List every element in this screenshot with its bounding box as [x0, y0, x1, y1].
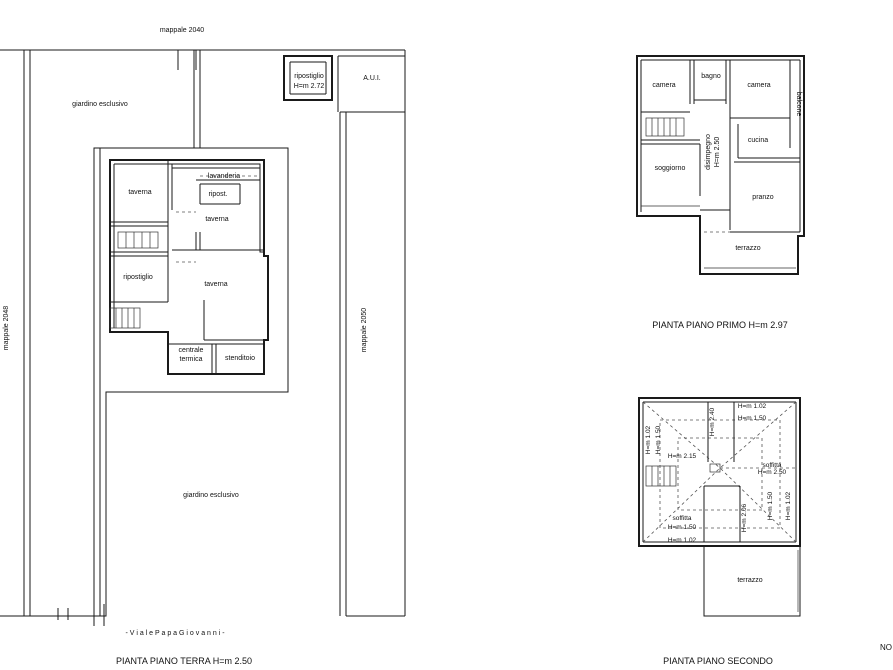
room-balcone: balcone	[795, 92, 802, 117]
h206: H=m 2.06	[741, 503, 748, 532]
mappale-right-label: mappale 2050	[361, 308, 368, 352]
room-terrazzo-second: terrazzo	[737, 577, 762, 584]
h102-top: H=m 1.02	[738, 403, 767, 410]
h150-right: H=m 1.50	[767, 491, 774, 520]
room-taverna-1: taverna	[128, 189, 151, 196]
garden-bottom-label: giardino esclusivo	[183, 492, 239, 499]
edge-text: NO	[880, 643, 892, 652]
room-taverna-3: taverna	[204, 281, 227, 288]
room-taverna-2: taverna	[205, 216, 228, 223]
room-pranzo: pranzo	[752, 194, 774, 201]
room-disimpegno-height: H=m 2.50	[714, 137, 721, 168]
room-disimpegno: disimpegno	[705, 134, 712, 170]
street-label: - V i a l e P a p a G i o v a n n i -	[125, 630, 225, 637]
second-floor-stairs	[645, 465, 677, 487]
room-centrale-termica-2: termica	[180, 356, 203, 363]
h240: H=m 2.40	[709, 407, 716, 436]
mappale-left-label: mappale 2048	[3, 306, 10, 350]
first-floor-title: PIANTA PIANO PRIMO H=m 2.97	[652, 320, 788, 330]
soffitta-right-height: H=m 2.50	[758, 469, 787, 476]
h215: H=m 2.15	[668, 453, 697, 460]
mappale-top-label: mappale 2040	[160, 27, 204, 34]
soffitta-right: soffitta	[762, 462, 781, 469]
ground-floor-title: PIANTA PIANO TERRA H=m 2.50	[116, 656, 252, 666]
room-cucina: cucina	[748, 137, 768, 144]
ripostiglio-ext-label: ripostiglio	[294, 73, 324, 80]
garden-top-label: giardino esclusivo	[72, 101, 128, 108]
room-camera-2: camera	[747, 82, 770, 89]
h102-right: H=m 1.02	[785, 491, 792, 520]
soffitta-left: soffitta	[672, 515, 691, 522]
h102-left: H=m 1.02	[645, 425, 652, 454]
aui-label: A.U.I.	[363, 75, 381, 82]
h150-top: H=m 1.50	[738, 415, 767, 422]
room-stenditoio: stenditoio	[225, 355, 255, 362]
h150-left: H=m 1.50	[655, 425, 662, 454]
room-ripostiglio: ripostiglio	[123, 274, 153, 281]
second-floor-plan	[638, 397, 801, 617]
ground-floor-plan	[0, 49, 406, 626]
room-centrale-termica-1: centrale	[179, 347, 204, 354]
h102-bottom: H=m 1.02	[668, 537, 697, 544]
h150-bottom: H=m 1.50	[668, 524, 697, 531]
room-terrazzo-first: terrazzo	[735, 245, 760, 252]
room-lavanderia: lavanderia	[208, 173, 240, 180]
room-ripost: ripost.	[208, 191, 227, 198]
second-floor-title: PIANTA PIANO SECONDO	[663, 656, 773, 666]
ground-stairs	[109, 231, 159, 329]
ripostiglio-ext-height: H=m 2.72	[294, 83, 325, 90]
first-floor-plan	[636, 55, 805, 275]
room-bagno: bagno	[701, 73, 721, 80]
first-floor-stairs	[645, 117, 685, 137]
room-soggiorno: soggiorno	[655, 165, 686, 172]
room-camera-1: camera	[652, 82, 675, 89]
